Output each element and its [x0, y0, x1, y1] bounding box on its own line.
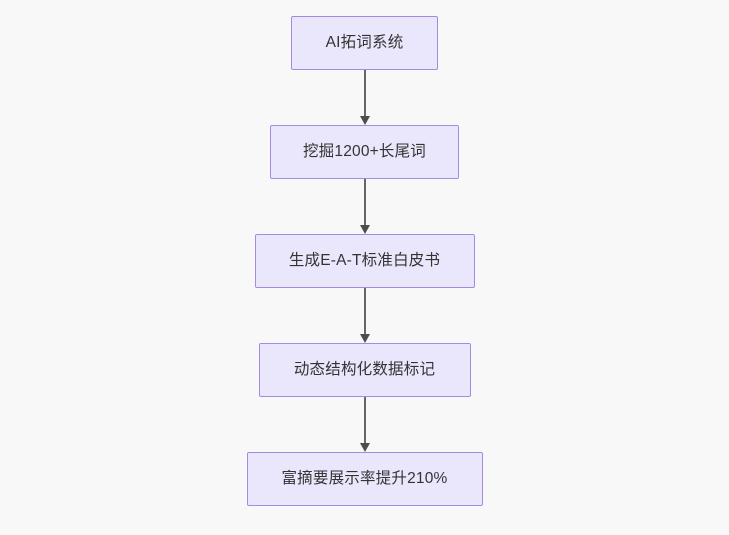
flow-node-mine-longtail-keywords[interactable]: 挖掘1200+长尾词 [270, 125, 459, 179]
flow-node-label: AI拓词系统 [325, 33, 404, 51]
flow-arrow-n3-n4 [356, 288, 374, 343]
flow-node-rich-snippet-impression-lift[interactable]: 富摘要展示率提升210% [246, 452, 483, 506]
flow-arrow-n4-n5 [356, 397, 374, 452]
arrow-line [363, 70, 366, 117]
arrowhead-down-icon [359, 443, 370, 452]
flow-node-label: 生成E-A-T标准白皮书 [288, 251, 441, 269]
flow-node-generate-eat-whitepaper[interactable]: 生成E-A-T标准白皮书 [254, 234, 475, 288]
arrow-line [363, 288, 366, 335]
arrowhead-down-icon [359, 225, 370, 234]
arrowhead-down-icon [359, 116, 370, 125]
flow-arrow-n2-n3 [356, 179, 374, 234]
flow-node-label: 富摘要展示率提升210% [281, 469, 448, 487]
flow-node-ai-keyword-system[interactable]: AI拓词系统 [291, 16, 438, 70]
arrowhead-down-icon [359, 334, 370, 343]
flow-arrow-n1-n2 [356, 70, 374, 125]
flow-node-dynamic-structured-data-markup[interactable]: 动态结构化数据标记 [258, 343, 471, 397]
arrow-line [363, 397, 366, 444]
flow-node-label: 动态结构化数据标记 [293, 360, 436, 378]
arrow-line [363, 179, 366, 226]
flow-node-label: 挖掘1200+长尾词 [302, 142, 427, 160]
